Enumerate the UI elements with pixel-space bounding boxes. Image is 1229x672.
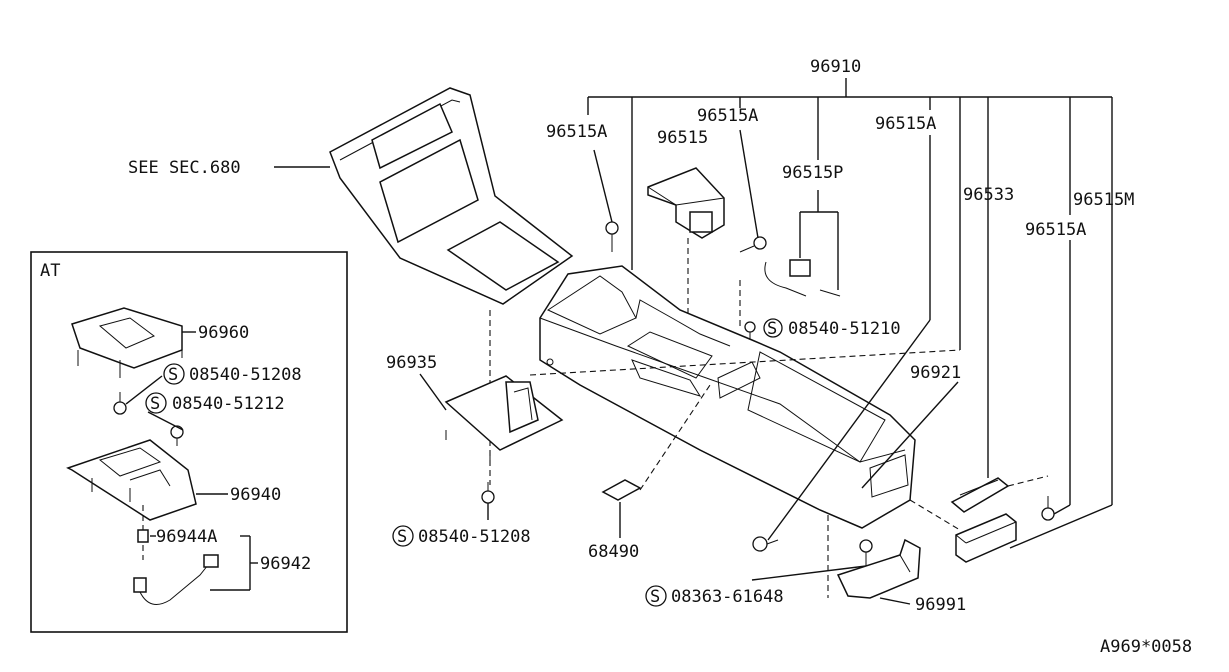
s-mark-08540-51212 [145,392,167,414]
bulb-96944A [137,529,149,543]
screw-lower-center [752,536,779,552]
label-08540-51208-at: 08540-51208 [189,365,302,385]
label-96944A: 96944A [156,527,217,547]
harness-96942 [133,535,258,605]
leader-96921 [861,381,959,489]
label-96515A-far: 96515A [1025,220,1086,240]
label-96940: 96940 [230,485,281,505]
dash-console-96921 [529,349,961,376]
part-96515M [955,513,1017,563]
label-96533: 96533 [963,185,1014,205]
bracket-96991 [836,538,921,599]
dash-96533-screw [1007,475,1049,487]
at-inset-box [30,251,348,633]
label-96960: 96960 [198,323,249,343]
shift-boot-96935 [444,375,564,462]
s-mark-08540-51208-lower [392,525,414,547]
s-mark-08540-51210 [763,318,783,338]
label-08363-61648: 08363-61648 [671,587,784,607]
label-96515: 96515 [657,128,708,148]
s-mark-08540-51208-at [163,363,185,385]
screw-96515A-left [593,149,619,252]
label-see-sec: SEE SEC.680 [128,158,241,178]
part-68490 [601,479,642,538]
shift-indicator-96960 [71,307,183,378]
dash-console-96533 [909,499,961,531]
s-mark-text-08540-51208-lower: S [397,527,407,547]
label-96515A-right: 96515A [875,114,936,134]
part-96533 [950,477,1010,513]
s-mark-text-08540-51208-at: S [168,365,178,385]
finisher-96940 [66,439,197,521]
screw-96515A-upper [739,129,767,253]
label-at: AT [40,261,60,281]
part-96515P [764,190,841,297]
leader-96515A-to-screw [767,319,931,541]
label-96921: 96921 [910,363,961,383]
s-mark-text-08540-51212: S [150,394,160,414]
screw-08540-51212 [147,411,184,446]
label-96935: 96935 [386,353,437,373]
reference-code: A969*0058 [1100,637,1192,657]
upper-bezel-panel [329,87,574,305]
leader-96991 [879,597,911,605]
label-08540-51212: 08540-51212 [172,394,285,414]
label-96910: 96910 [810,57,861,77]
label-96942: 96942 [260,554,311,574]
screw-08540-51208-lower [481,482,495,520]
screw-08540-51208-at [113,375,163,415]
cup-holder-96515 [647,167,725,239]
label-08540-51208-lower: 08540-51208 [418,527,531,547]
s-mark-text-08363-61648: S [650,587,660,607]
label-96515A-left: 96515A [546,122,607,142]
dash-68490 [639,384,711,491]
s-mark-text-08540-51210: S [767,319,777,339]
label-96515P: 96515P [782,163,843,183]
label-08540-51210: 08540-51210 [788,319,901,339]
s-mark-08363-61648 [645,585,667,607]
label-68490: 68490 [588,542,639,562]
screw-08540-51210 [744,321,756,340]
label-96515A-upper: 96515A [697,106,758,126]
screw-96515A-far [1041,240,1071,521]
label-96991: 96991 [915,595,966,615]
screw-08363-61648 [859,539,873,566]
bracket-96910 [587,78,1113,549]
main-console [539,265,916,529]
leader-96935 [419,373,447,411]
leader-08363-61648 [751,565,867,581]
label-96515M: 96515M [1073,190,1134,210]
